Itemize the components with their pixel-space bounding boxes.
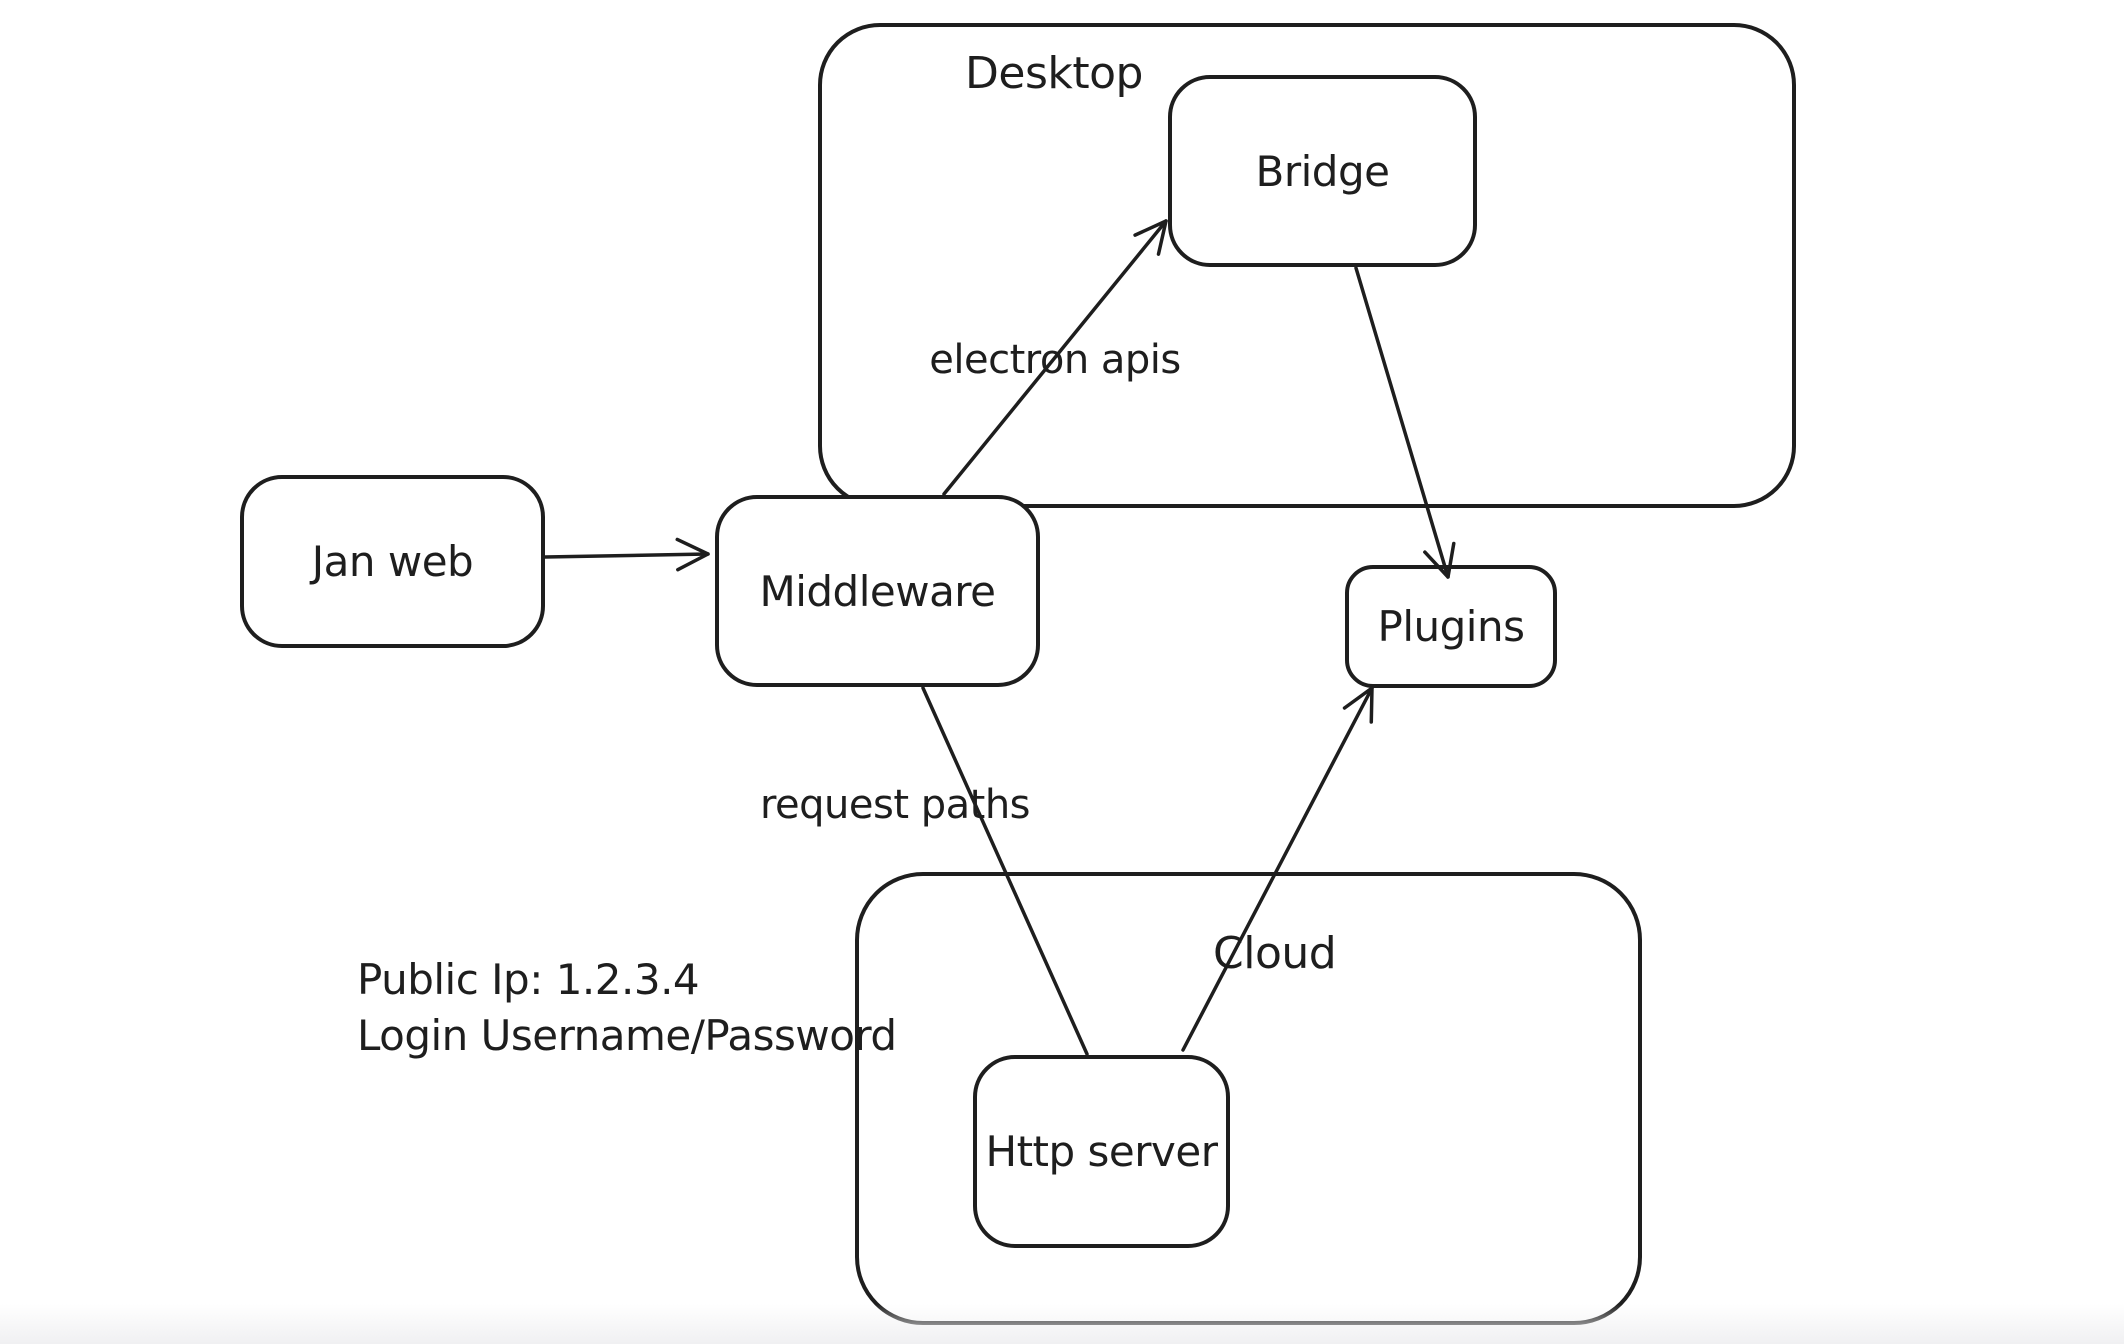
edge-label-electron-apis[interactable]: electron apis	[929, 337, 1181, 383]
container-cloud-label[interactable]: Cloud	[1213, 928, 1337, 979]
edge-httpserver-to-plugins[interactable]	[1181, 686, 1374, 1052]
node-http-server[interactable]: Http server	[973, 1055, 1230, 1248]
node-jan-web[interactable]: Jan web	[240, 475, 545, 648]
node-jan-web-label: Jan web	[311, 537, 474, 586]
edge-bridge-to-plugins-arrowhead	[1423, 541, 1456, 579]
node-plugins-label: Plugins	[1377, 602, 1525, 651]
credentials-note-line-login: Login Username/Password	[357, 1011, 897, 1060]
node-plugins[interactable]: Plugins	[1345, 565, 1557, 688]
edge-middleware-to-bridge-arrowhead	[1133, 219, 1168, 256]
edge-bridge-to-plugins[interactable]	[1354, 266, 1456, 579]
credentials-note-line-public-ip: Public Ip: 1.2.3.4	[357, 955, 700, 1004]
edge-label-request-paths[interactable]: request paths	[759, 782, 1031, 828]
edge-middleware-to-httpserver[interactable]	[921, 686, 1089, 1056]
node-middleware[interactable]: Middleware	[715, 495, 1040, 687]
container-desktop[interactable]	[818, 23, 1796, 508]
edge-httpserver-to-plugins-arrowhead	[1342, 686, 1374, 724]
node-middleware-label: Middleware	[759, 566, 996, 616]
edge-janweb-to-middleware[interactable]	[543, 537, 710, 572]
credentials-note[interactable]: Public Ip: 1.2.3.4 Login Username/Passwo…	[357, 952, 897, 1064]
node-bridge[interactable]: Bridge	[1168, 75, 1477, 267]
container-desktop-label[interactable]: Desktop	[965, 48, 1143, 99]
node-http-server-label: Http server	[985, 1127, 1218, 1176]
node-bridge-label: Bridge	[1255, 146, 1390, 196]
edge-middleware-to-bridge[interactable]	[942, 219, 1168, 496]
edge-janweb-to-middleware-arrowhead	[675, 537, 710, 572]
